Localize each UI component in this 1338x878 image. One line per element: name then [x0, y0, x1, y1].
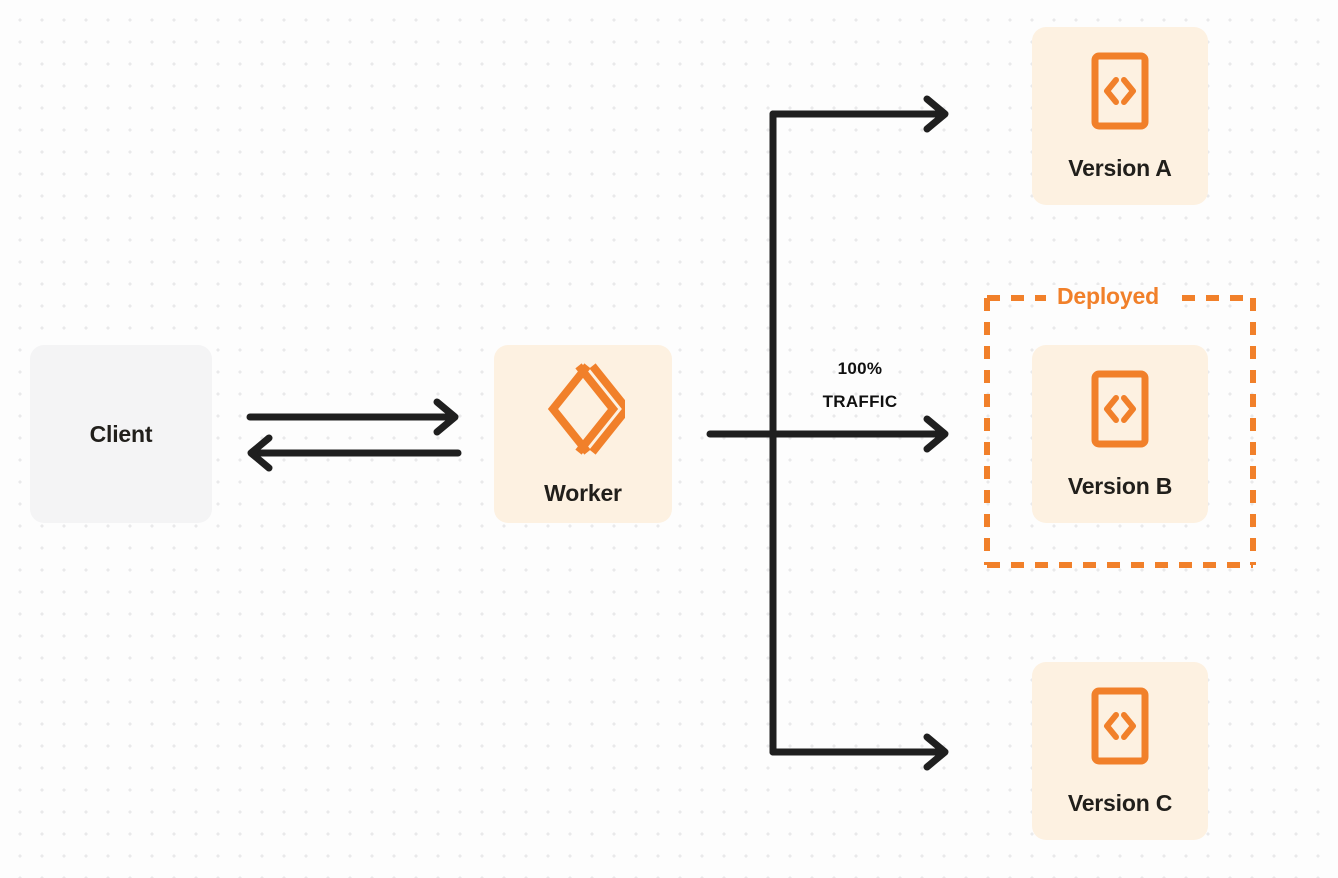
node-version-a[interactable]: Version A [1032, 27, 1208, 205]
code-brackets-icon [1091, 687, 1149, 770]
node-version-c[interactable]: Version C [1032, 662, 1208, 840]
deployed-group-boundary: Deployed [984, 285, 1256, 568]
cloudflare-workers-logo-icon [541, 363, 633, 460]
version-a-label: Version A [1068, 155, 1172, 181]
traffic-percent: 100% [837, 359, 883, 378]
version-c-label: Version C [1067, 790, 1173, 816]
code-brackets-icon [1091, 52, 1149, 135]
client-label: Client [89, 420, 153, 447]
worker-label: Worker [544, 480, 622, 506]
node-worker[interactable]: Worker [494, 345, 672, 523]
arrow-to-version-c [769, 733, 949, 771]
arrow-to-version-b [706, 415, 949, 453]
traffic-label: 100% TRAFFIC [790, 352, 930, 418]
arrow-client-to-worker [246, 398, 459, 436]
node-version-b[interactable]: Version B [1032, 345, 1208, 523]
traffic-unit: TRAFFIC [822, 392, 898, 412]
arrow-worker-to-client [247, 434, 462, 472]
version-b-label: Version B [1067, 473, 1173, 499]
code-brackets-icon [1091, 370, 1149, 453]
arrow-to-version-a [769, 95, 949, 133]
deployed-badge-label: Deployed [1046, 285, 1170, 308]
node-client[interactable]: Client [30, 345, 212, 523]
